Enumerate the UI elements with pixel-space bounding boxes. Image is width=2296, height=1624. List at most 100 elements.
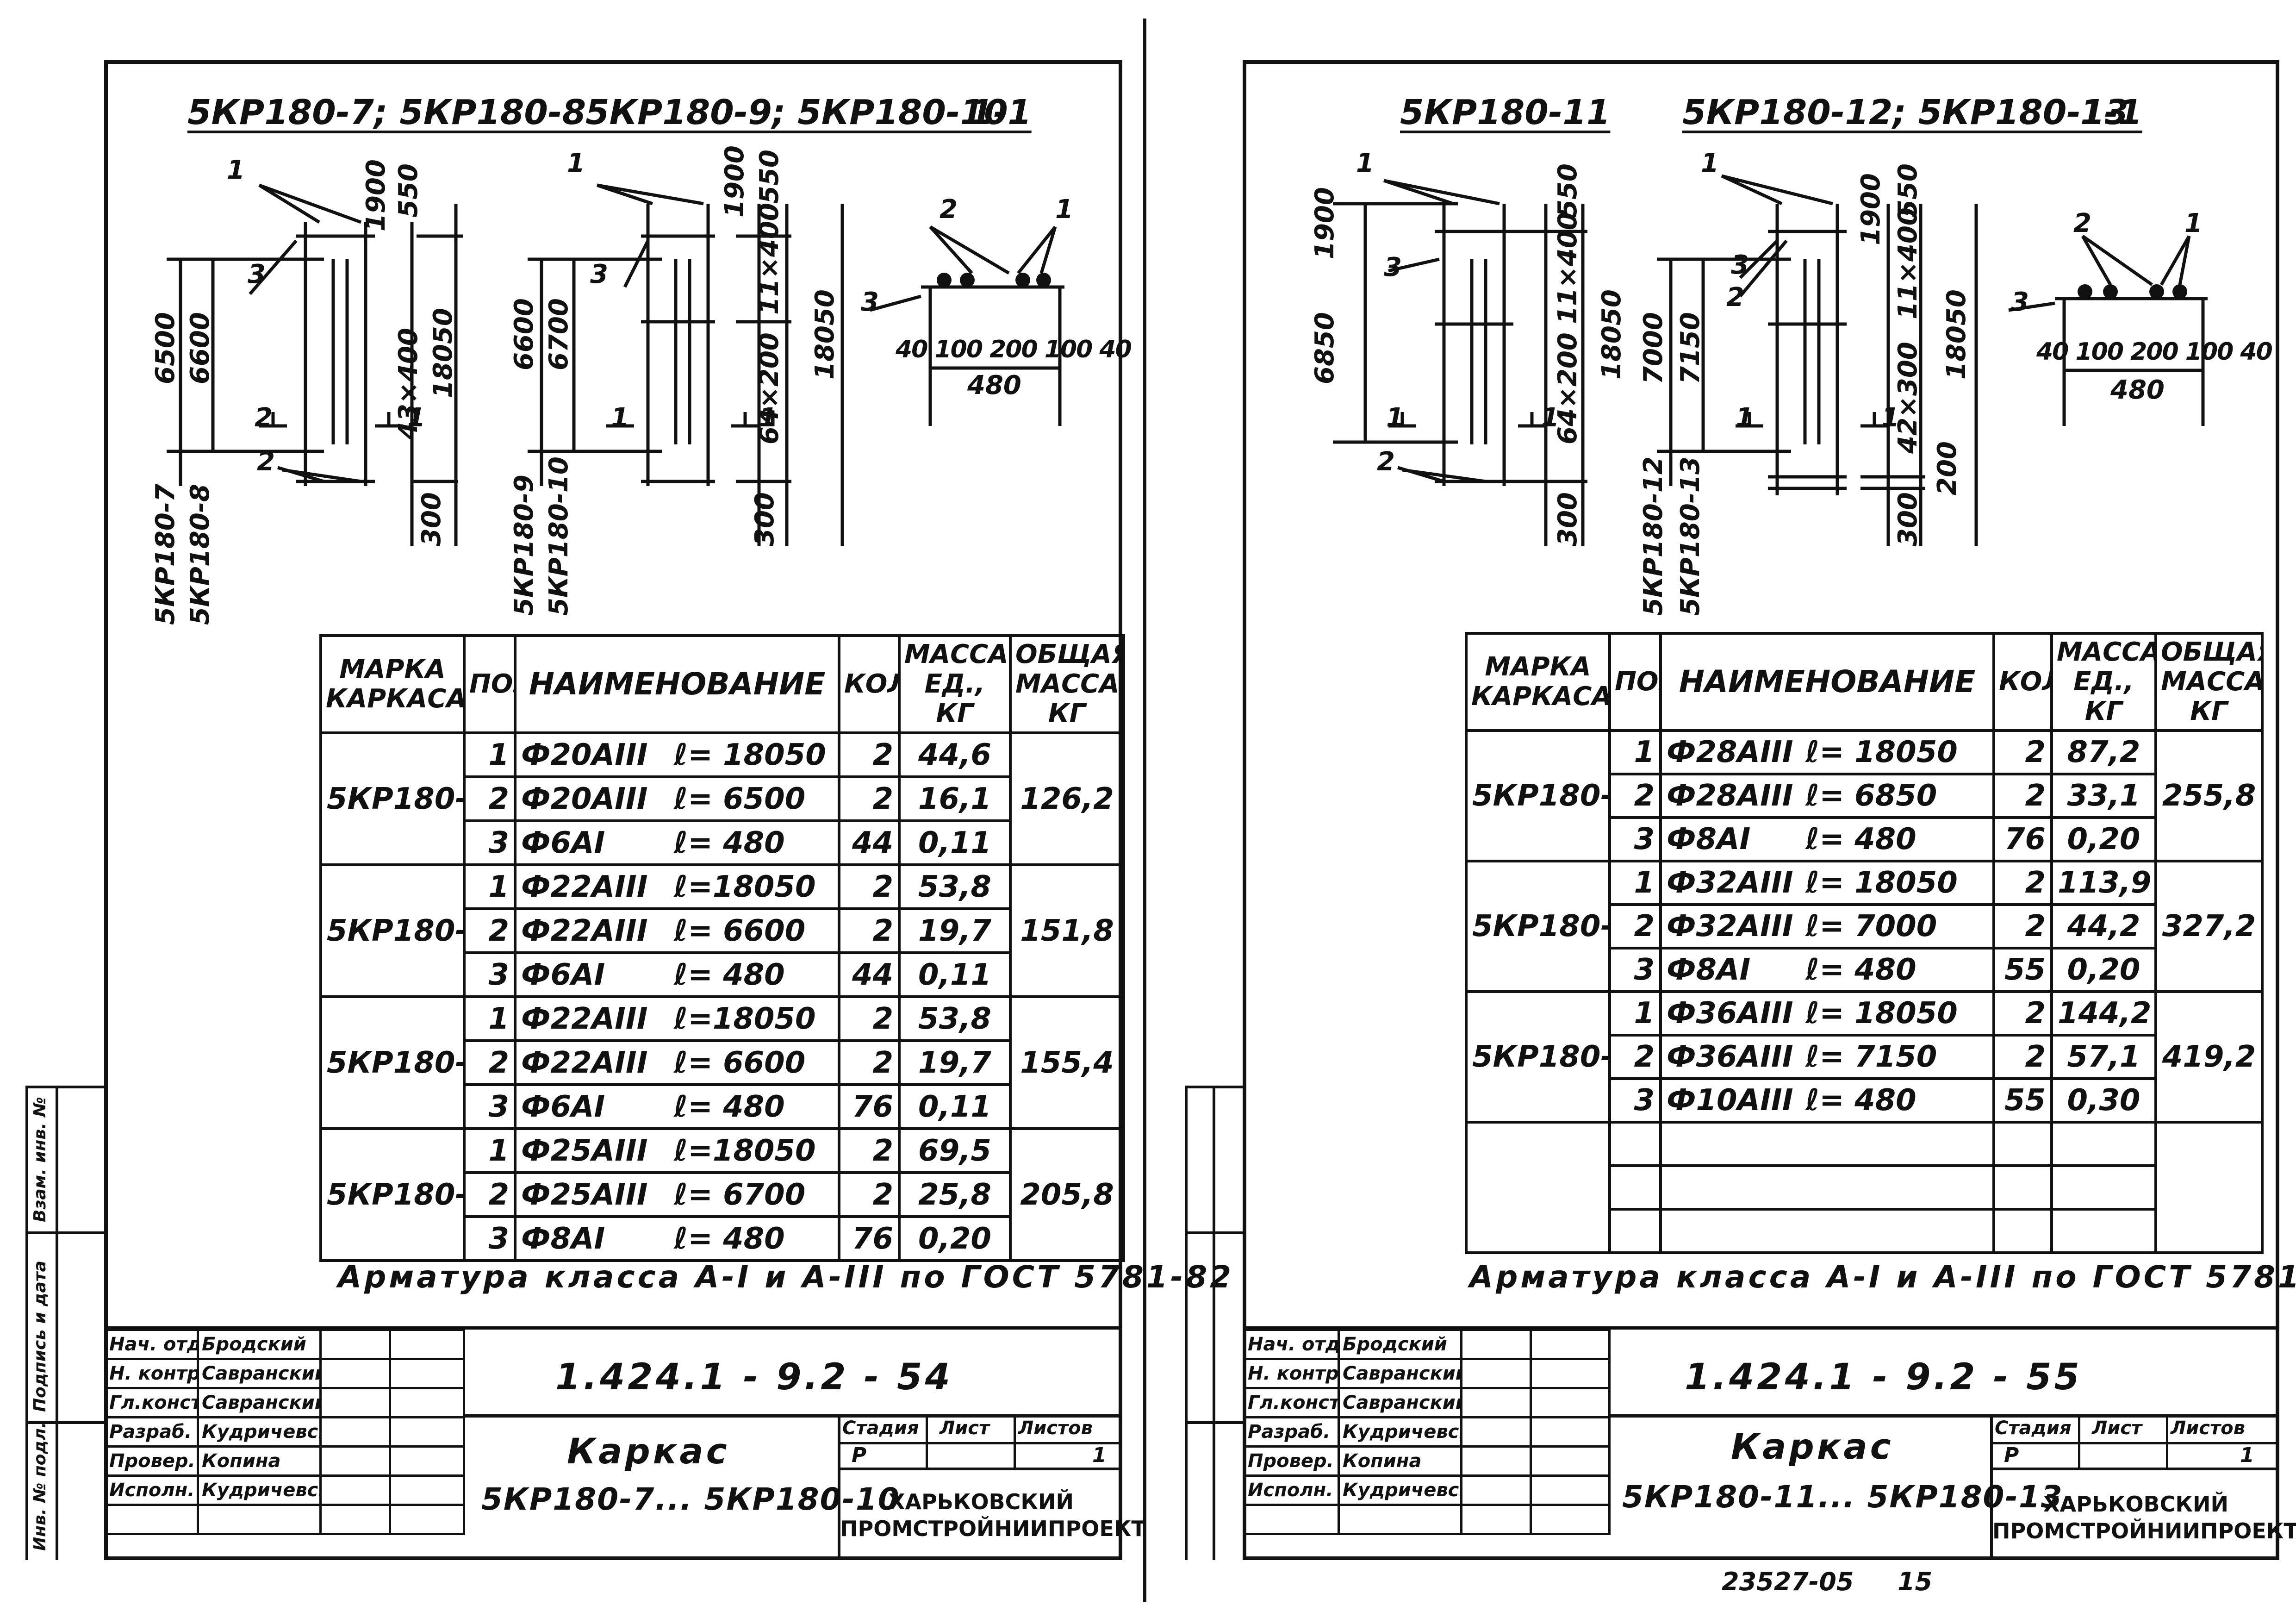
titleblock-top-border: [104, 1326, 1122, 1330]
callout-2: 2: [1377, 447, 1395, 477]
row-bar: Ф8АI: [521, 1221, 605, 1256]
row-pos: 2: [1608, 773, 1662, 819]
row-mark: 5КР180-10: [319, 1127, 466, 1262]
stage-value: Р: [2004, 1443, 2019, 1467]
callout-2: 2: [1726, 282, 1744, 312]
signature: [1460, 1329, 1532, 1360]
footer-page-number: 15: [1898, 1567, 1933, 1596]
row-length: ℓ= 7150: [1805, 1040, 1937, 1074]
document-code: 1.424.1 - 9.2 - 55: [1685, 1356, 2082, 1398]
row-qty: 44: [838, 819, 901, 866]
row-mass: 144,2: [2050, 990, 2157, 1037]
stage-value: Р: [852, 1443, 867, 1467]
name: Бродский: [197, 1329, 322, 1360]
callout-2: 2: [2073, 208, 2091, 238]
header-total-mass: ОБЩАЯ МАССА, КГ: [1009, 634, 1125, 734]
side-strip-border: [56, 1086, 58, 1560]
row-length: ℓ=18050: [674, 1133, 816, 1168]
row-bar: Ф8АI: [1667, 822, 1751, 856]
row-bar: Ф22АIII: [521, 869, 648, 904]
row-total: 327,2: [2154, 860, 2264, 993]
callout-1: 1: [1701, 148, 1719, 178]
sheet-label: Лист: [940, 1418, 990, 1439]
date: [1530, 1416, 1611, 1448]
sheets-label: Листов: [1018, 1418, 1093, 1439]
date: [389, 1387, 465, 1418]
drawing-sheet-2: [1243, 60, 2279, 1560]
titleblock-divider: [2166, 1414, 2168, 1469]
header-pos: ПОЗ.: [463, 634, 516, 734]
row-pos: 2: [463, 1039, 516, 1086]
heading-frame-12-13: 5КР180-12; 5КР180-13: [1682, 93, 2129, 132]
callout-1: 1: [567, 148, 585, 178]
row-length: ℓ= 18050: [1805, 996, 1958, 1031]
date: [389, 1504, 465, 1535]
row-bar: Ф36АIII: [1667, 1040, 1793, 1074]
row-length: ℓ= 6600: [674, 913, 806, 948]
callout-section-b: 1: [407, 403, 425, 433]
row-bar: Ф28АIII: [1667, 779, 1793, 813]
row-qty: 2: [838, 731, 901, 778]
dim-b-extra: 200: [1932, 441, 1962, 495]
callout-section-d: 1: [1881, 403, 1899, 433]
name: Бродский: [1338, 1329, 1462, 1360]
row-qty: 2: [1992, 773, 2053, 819]
sheet-label: Лист: [2092, 1418, 2142, 1439]
header-total-mass: ОБЩАЯ МАССА, КГ: [2154, 632, 2264, 732]
row-qty: 2: [1992, 1034, 2053, 1080]
role: Исполн.: [1243, 1474, 1340, 1506]
signature: [319, 1329, 391, 1360]
dim-b-full: 18050: [1941, 289, 1972, 380]
row-pos: 1: [463, 863, 516, 910]
drawing-subtitle: 5КР180-11... 5КР180-13: [1622, 1479, 2063, 1515]
side-strip-divider: [25, 1231, 106, 1234]
row-mass: 87,2: [2050, 729, 2157, 775]
row-qty: 2: [838, 995, 901, 1042]
signature: [1460, 1504, 1532, 1535]
row-mass: 44,6: [898, 731, 1012, 778]
sheets-value: 1: [2240, 1443, 2254, 1467]
dim-b-mark1: 5КР180-12: [1638, 456, 1668, 616]
name: Кудричевская: [1338, 1474, 1462, 1506]
titleblock-divider: [1990, 1468, 2279, 1470]
dim-b-total1: 7000: [1638, 312, 1668, 384]
titleblock-top-border: [1243, 1326, 2279, 1330]
role: Провер.: [1243, 1445, 1340, 1477]
side-strip-border: [1213, 1086, 1215, 1560]
name: [1338, 1504, 1462, 1535]
row-mass: 16,1: [898, 775, 1012, 822]
row-qty: 55: [1992, 947, 2053, 993]
row-pos: 1: [1608, 860, 1662, 906]
side-strip-border: [1185, 1086, 1188, 1560]
drawing-subtitle: 5КР180-7... 5КР180-10: [481, 1481, 900, 1517]
row-total: 151,8: [1009, 863, 1125, 998]
role: Гл.констр.: [1243, 1387, 1340, 1418]
row-pos: 1: [463, 731, 516, 778]
row-length: ℓ= 6500: [674, 781, 806, 816]
spec-table: МАРКА КАРКАСА ПОЗ. НАИМЕНОВАНИЕ КОЛ. МАС…: [1465, 632, 2264, 1254]
row-length: ℓ= 480: [1805, 953, 1916, 987]
callout-3: 3: [2011, 287, 2029, 317]
row-bar: Ф32АIII: [1667, 909, 1793, 943]
callout-section-c: 1: [1736, 403, 1754, 433]
role: [1243, 1504, 1340, 1535]
header-pos: ПОЗ.: [1608, 632, 1662, 732]
signature: [1460, 1416, 1532, 1448]
row-bar: Ф10АIII: [1667, 1083, 1793, 1118]
date: [1530, 1329, 1611, 1360]
row-bar: Ф22АIII: [521, 913, 648, 948]
row-mass: 44,2: [2050, 903, 2157, 949]
header-name: НАИМЕНОВАНИЕ: [514, 634, 840, 734]
name: Кудричевская: [197, 1416, 322, 1448]
row-length: ℓ= 18050: [1805, 735, 1958, 769]
callout-section-a: 2: [255, 403, 273, 433]
heading-frame-11: 5КР180-11: [1400, 93, 1611, 132]
side-strip-divider: [1185, 1231, 1245, 1234]
header-mark: МАРКА КАРКАСА: [1465, 632, 1611, 732]
titleblock-divider: [838, 1414, 840, 1560]
row-pos: 3: [1608, 947, 1662, 993]
